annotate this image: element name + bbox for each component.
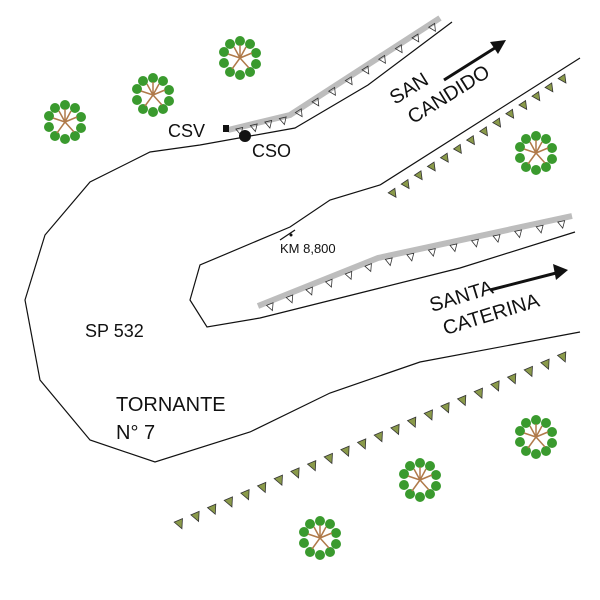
embankment-triangle xyxy=(470,238,479,248)
embankment-triangle xyxy=(173,517,183,530)
embankment-triangle xyxy=(427,22,436,32)
embankment-markers xyxy=(173,73,567,530)
road-outer-edge xyxy=(24,21,581,463)
embankment-triangle xyxy=(294,108,303,118)
embankment-triangle xyxy=(356,438,367,450)
csv-marker xyxy=(223,125,229,132)
tree-icon xyxy=(514,130,558,176)
embankment-triangle xyxy=(490,380,500,392)
embankment-triangle xyxy=(406,416,417,428)
guardrail-ticks xyxy=(235,22,566,312)
embankment-triangle xyxy=(290,467,300,479)
arrow-san-candido-icon xyxy=(443,40,506,82)
embankment-triangle xyxy=(249,123,258,133)
embankment-triangle xyxy=(440,401,450,414)
tree-icon xyxy=(218,35,262,81)
road-inner-edge xyxy=(189,57,581,328)
tree-icon xyxy=(514,414,558,460)
embankment-triangle xyxy=(264,119,273,129)
embankment-triangle xyxy=(361,65,370,75)
embankment-triangle xyxy=(492,234,501,244)
embankment-triangle xyxy=(384,257,393,267)
embankment-triangle xyxy=(426,161,436,172)
embankment-triangle xyxy=(540,358,550,370)
embankment-triangle xyxy=(518,99,528,111)
embankment-triangle xyxy=(492,117,502,128)
embankment-triangle xyxy=(411,33,420,43)
embankment-triangle xyxy=(311,97,320,107)
hairpin-number: N° 7 xyxy=(116,422,155,444)
embankment-triangle xyxy=(473,387,483,399)
embankment-triangle xyxy=(544,82,554,93)
embankment-triangle xyxy=(531,91,541,102)
embankment-triangle xyxy=(327,86,336,96)
embankment-triangle xyxy=(423,409,433,421)
embankment-triangle xyxy=(323,452,333,465)
embankment-triangle xyxy=(513,229,523,239)
tree-icon xyxy=(131,72,175,118)
embankment-triangle xyxy=(452,143,462,155)
embankment-triangle xyxy=(557,73,567,84)
tree-icon xyxy=(298,515,342,561)
embankment-triangle xyxy=(256,481,267,494)
embankment-triangle xyxy=(344,270,353,281)
embankment-triangle xyxy=(377,54,386,64)
embankment-triangle xyxy=(206,503,217,515)
embankment-triangle xyxy=(306,459,317,472)
embankment-triangle xyxy=(449,243,458,253)
embankment-triangle xyxy=(387,187,397,198)
embankment-triangle xyxy=(273,474,283,486)
embankment-triangle xyxy=(223,496,233,508)
embankment-triangle xyxy=(535,224,544,234)
embankment-triangle xyxy=(344,76,353,86)
embankment-triangle xyxy=(439,152,449,163)
embankment-triangle xyxy=(190,510,200,523)
embankment-triangle xyxy=(478,126,488,137)
embankment-triangle xyxy=(413,170,423,181)
embankment-triangle xyxy=(285,294,294,304)
cso-label: CSO xyxy=(252,141,291,161)
csv-label: CSV xyxy=(168,121,205,141)
arrow-santa-caterina-icon xyxy=(489,264,568,292)
embankment-triangle xyxy=(278,116,287,126)
road-label: SP 532 xyxy=(85,321,144,341)
embankment-triangle xyxy=(557,220,566,230)
km-label: KM 8,800 xyxy=(280,241,336,256)
embankment-triangle xyxy=(265,302,274,312)
hairpin-label: TORNANTE xyxy=(116,394,226,416)
embankment-triangle xyxy=(305,286,313,296)
road-edge-upper xyxy=(279,229,296,241)
embankment-triangle xyxy=(465,134,475,146)
embankment-triangle xyxy=(324,278,333,288)
embankment-triangle xyxy=(456,394,467,407)
km-marker xyxy=(289,233,293,237)
tree-icon xyxy=(43,99,87,145)
embankment-triangle xyxy=(340,445,350,457)
embankment-triangle xyxy=(364,263,372,273)
cso-marker xyxy=(239,130,251,142)
embankment-triangle xyxy=(240,488,250,501)
embankment-triangle xyxy=(505,108,515,119)
guardrail-lower xyxy=(256,213,573,309)
tree-icon xyxy=(398,457,442,503)
embankment-triangle xyxy=(506,372,517,385)
guardrail-upper xyxy=(227,15,442,133)
embankment-triangle xyxy=(390,423,400,436)
embankment-triangle xyxy=(406,252,415,262)
embankment-triangle xyxy=(427,248,436,258)
embankment-triangle xyxy=(523,365,533,378)
embankment-triangle xyxy=(400,178,410,190)
embankment-triangle xyxy=(394,44,403,54)
embankment-triangle xyxy=(373,430,383,443)
embankment-triangle xyxy=(556,351,567,363)
